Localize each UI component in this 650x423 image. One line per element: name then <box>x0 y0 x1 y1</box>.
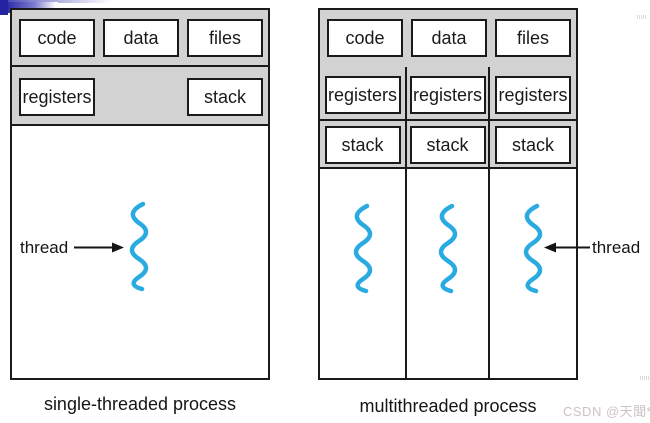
thread-squiggle-icon <box>129 201 149 292</box>
left-caption: single-threaded process <box>43 394 237 414</box>
right-caption: multithreaded process <box>359 396 537 416</box>
left-thread-label: thread <box>20 238 69 257</box>
left-registers-box: registers <box>19 78 95 116</box>
stack-box-1: stack <box>324 126 401 164</box>
thread-column-3: registers stack <box>490 67 576 378</box>
left-data-box: data <box>103 19 179 57</box>
stack-box-2: stack <box>409 126 486 164</box>
stack-box-3: stack <box>495 126 571 164</box>
arrow-left-icon <box>544 242 590 253</box>
arrow-right-icon <box>74 242 124 253</box>
right-files-box: files <box>495 19 571 57</box>
left-code-box: code <box>19 19 95 57</box>
csdn-watermark: CSDN @天聞* <box>563 404 650 419</box>
thread-columns: registers stack registers stack re <box>320 67 576 378</box>
thread-squiggle-icon <box>523 203 543 294</box>
tiled-watermark-artifact <box>640 376 649 380</box>
right-thread-label: thread <box>592 238 641 257</box>
registers-box-1: registers <box>324 76 401 114</box>
single-threaded-diagram: code data files registers stack <box>10 8 270 380</box>
header-gradient-strip <box>0 0 122 3</box>
left-stack-box: stack <box>187 78 263 116</box>
right-code-box: code <box>327 19 403 57</box>
right-data-box: data <box>411 19 487 57</box>
thread-column-2: registers stack <box>407 67 490 378</box>
tiled-watermark-artifact <box>637 15 646 19</box>
left-files-box: files <box>187 19 263 57</box>
multithreaded-diagram: code data files registers stack register… <box>318 8 578 380</box>
header-navy-block <box>0 0 8 15</box>
thread-squiggle-icon <box>353 203 372 294</box>
registers-box-3: registers <box>495 76 571 114</box>
thread-column-1: registers stack <box>320 67 407 378</box>
thread-squiggle-icon <box>438 203 457 294</box>
header-gradient-bar <box>6 2 58 13</box>
registers-box-2: registers <box>409 76 486 114</box>
